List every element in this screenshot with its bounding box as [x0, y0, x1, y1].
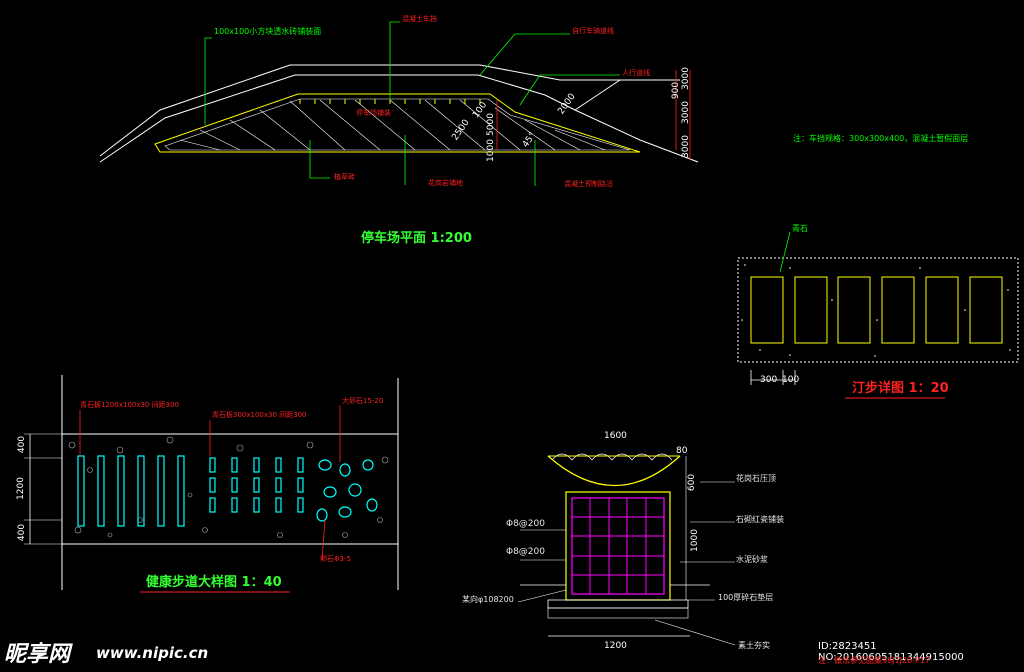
planter-drawing [517, 453, 736, 646]
dim-path-400b: 400 [17, 523, 28, 542]
stepping-stone-drawing [737, 231, 1019, 399]
watermark-id: ID:2823451 NO:20160605181344915000 [818, 641, 964, 663]
parking-title: 停车场平面 1:200 [361, 231, 472, 246]
dim-3000b: 3000 [680, 101, 691, 124]
parking-note: 注：车挡规格：300x300x400，混凝土暂假面层 [793, 134, 969, 143]
label-tile: 石砌红瓷铺装 [736, 515, 784, 524]
label-soil: 素土夯实 [738, 641, 770, 650]
dim-path-400a: 400 [17, 435, 28, 454]
dim-planter-1000: 1000 [689, 529, 700, 552]
label-curb-stop: 混凝土车挡 [402, 15, 437, 23]
watermark-site: www.nipic.cn [96, 644, 209, 662]
label-slab-short: 青石板300x100x30 间距300 [212, 411, 307, 419]
rebar-spec-2: Φ8@200 [506, 547, 545, 557]
label-sidewalk: 人行道线 [622, 69, 650, 77]
watermark-logo: 昵享网 [4, 642, 71, 667]
label-pipe: 某向φ108200 [462, 595, 514, 604]
label-paving: 100x100小方块透水砖铺装面 [214, 27, 322, 36]
label-bike-lane: 自行车骑道线 [572, 27, 614, 35]
label-parking-area: 停车场铺装 [356, 109, 391, 117]
dim-80: 80 [676, 446, 688, 456]
watermark-sub: 注：做法参见图集98J1J26-P17 [818, 656, 931, 665]
dim-path-1200: 1200 [15, 477, 26, 500]
dim-900: 900 [671, 81, 682, 100]
label-pebble-small: 卵石Φ3-5 [320, 555, 351, 563]
label-grass: 植草砖 [334, 173, 355, 181]
label-bluestone: 青石 [792, 224, 808, 233]
health-path-title: 健康步道大样图 1：40 [146, 575, 282, 590]
parking-plan-drawing [99, 21, 699, 186]
dim-1000: 1000 [485, 139, 496, 162]
dim-5000: 5000 [485, 113, 496, 136]
stepping-title: 汀步详图 1：20 [852, 381, 949, 396]
health-path-drawing [24, 375, 399, 593]
dim-step-100: 100 [782, 375, 800, 385]
label-slab-long: 青石板1200x100x30 间距300 [80, 401, 179, 409]
dim-1600: 1600 [604, 431, 627, 441]
label-stone: 花岗岩铺地 [428, 179, 463, 187]
dim-3000a: 3000 [680, 67, 691, 90]
dim-1200: 1200 [604, 641, 627, 651]
label-curb: 混凝土预制路沿 [564, 180, 613, 188]
dim-3000c: 3000 [680, 135, 691, 158]
dim-300: 300 [760, 375, 778, 385]
label-coping: 花岗石压顶 [736, 474, 776, 483]
dim-600: 600 [687, 473, 698, 492]
label-gravel: 100厚碎石垫层 [718, 593, 774, 602]
label-mortar: 水泥砂浆 [736, 555, 768, 564]
label-pebble-large: 大卵石15-20 [342, 397, 384, 405]
rebar-spec-1: Φ8@200 [506, 519, 545, 529]
